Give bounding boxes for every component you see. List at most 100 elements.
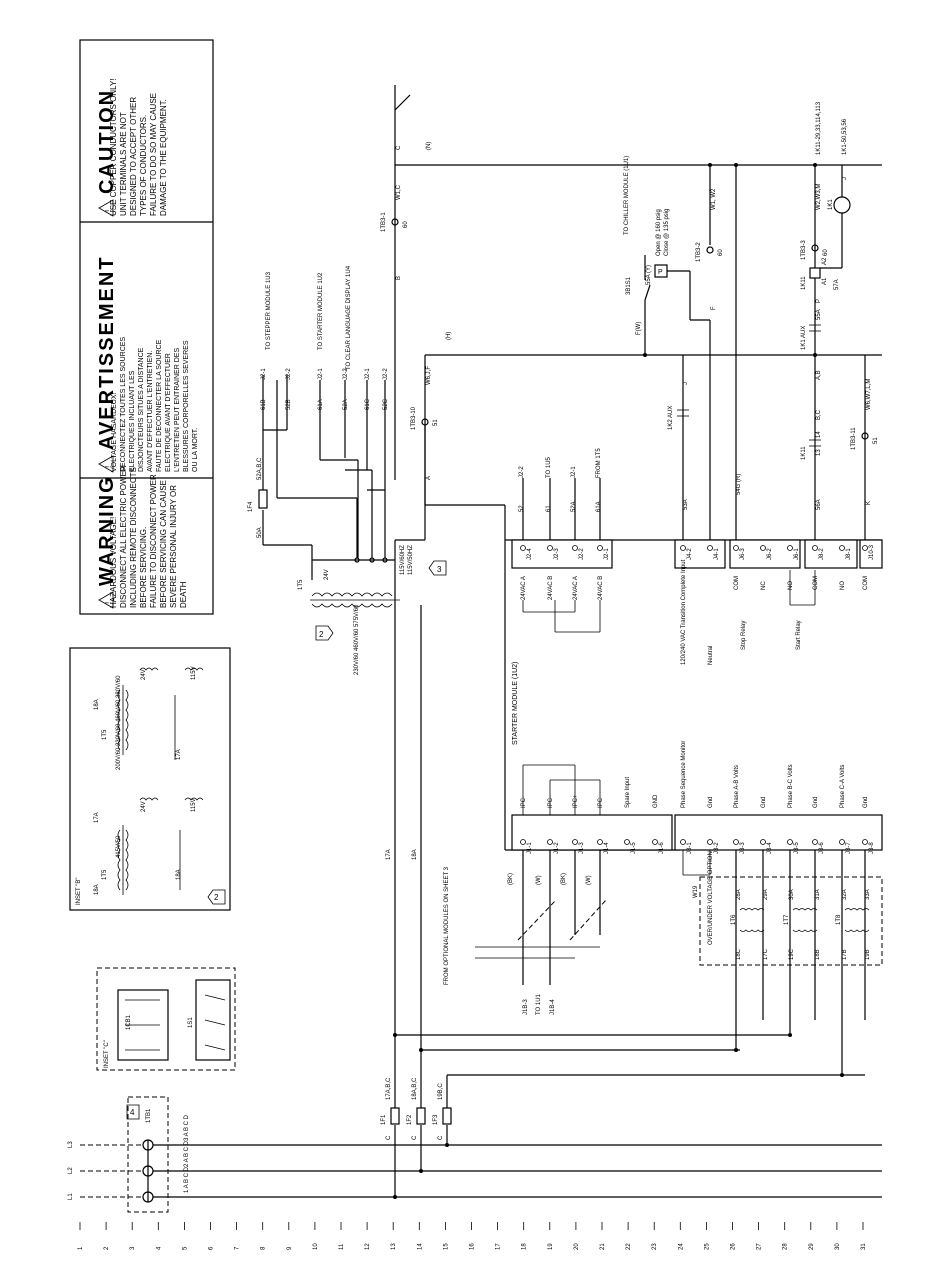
svg-text:TO 1U5: TO 1U5 (546, 456, 552, 478)
svg-text:1K1: 1K1 (828, 199, 834, 210)
svg-text:J2-1: J2-1 (318, 368, 324, 380)
svg-text:OVER/UNDER VOLTAGE OPTION: OVER/UNDER VOLTAGE OPTION (708, 851, 714, 945)
inset-b: INSET "B" 2 18A 17A 415V/50 18A 200V/60 … (69, 647, 231, 911)
connector-pin (572, 839, 578, 845)
svg-text:1TB3-11: 1TB3-11 (851, 427, 857, 450)
svg-text:ELECTRIQUES INCLUANT LES: ELECTRIQUES INCLUANT LES (129, 370, 136, 472)
pin-label: IPC (598, 797, 604, 808)
svg-text:61C: 61C (365, 398, 371, 410)
svg-text:52B: 52B (286, 399, 292, 410)
pin-label: COM (863, 576, 869, 590)
svg-text:60: 60 (823, 249, 829, 256)
svg-text:(W): (W) (536, 875, 542, 885)
svg-text:54G (R): 54G (R) (736, 474, 742, 495)
pin-name: J2-3 (554, 548, 560, 560)
pin-label: Phase B-C Volts (788, 764, 794, 808)
pin-name: J1-6 (659, 842, 665, 854)
pin-label: NO (840, 581, 846, 590)
svg-text:1TB3-1: 1TB3-1 (381, 212, 387, 232)
svg-text:19B,C: 19B,C (438, 1083, 444, 1100)
svg-text:61B: 61B (261, 399, 267, 410)
svg-text:Start Relay: Start Relay (796, 620, 802, 650)
svg-text:1K2 AUX: 1K2 AUX (668, 406, 674, 430)
svg-text:J2-2: J2-2 (383, 368, 389, 380)
svg-text:60: 60 (718, 249, 724, 256)
svg-text:1TB3-2: 1TB3-2 (696, 242, 702, 262)
svg-text:C: C (438, 1135, 444, 1140)
line-number: 1 (78, 1246, 84, 1250)
svg-text:17A: 17A (176, 749, 182, 760)
svg-text:17A: 17A (94, 812, 100, 823)
svg-text:TO STEPPER MODULE 1U3: TO STEPPER MODULE 1U3 (266, 271, 272, 350)
pin-name: J6-2 (767, 548, 773, 560)
line-number: 14 (417, 1243, 423, 1250)
svg-text:C: C (412, 1135, 418, 1140)
svg-text:P: P (816, 299, 822, 303)
svg-text:DISCONNECT ALL ELECTRIC POWER: DISCONNECT ALL ELECTRIC POWER (119, 465, 128, 608)
svg-text:56A: 56A (816, 499, 822, 510)
svg-text:13: 13 (816, 449, 822, 456)
pin-name: J3-2 (714, 842, 720, 854)
svg-text:51: 51 (433, 419, 439, 426)
svg-text:B,C: B,C (816, 409, 822, 420)
pin-name: J10-3 (869, 544, 875, 560)
line-number: 24 (678, 1243, 684, 1250)
pin-name: J4-1 (714, 548, 720, 560)
pin-name: J1-1 (527, 842, 533, 854)
pin-label: IPC- (548, 796, 554, 808)
control-circuit: C (N) W1,C 1TB3-1 60 B (H) W6,J,F 1TB3-1… (381, 85, 882, 540)
svg-text:(H): (H) (446, 332, 452, 340)
svg-text:J2-1: J2-1 (571, 466, 577, 478)
connector-pin (862, 545, 868, 551)
svg-text:1K11: 1K11 (801, 276, 807, 290)
svg-text:18A: 18A (94, 884, 100, 895)
svg-text:55A: 55A (816, 309, 822, 320)
svg-text:TO STARTER MODULE 1U2: TO STARTER MODULE 1U2 (318, 272, 324, 350)
pin-name: J8-2 (819, 548, 825, 560)
pin-name: J1-2 (554, 842, 560, 854)
svg-text:50A: 50A (257, 527, 263, 538)
svg-text:TO CHILLER MODULE (1U1): TO CHILLER MODULE (1U1) (624, 156, 630, 235)
connector-pin (839, 839, 845, 845)
svg-text:3B1S1: 3B1S1 (626, 276, 632, 295)
svg-text:W1,C: W1,C (396, 184, 402, 200)
pin-label: Gnd (813, 797, 819, 808)
svg-text:18A,B,C: 18A,B,C (412, 1077, 418, 1100)
line-number: 21 (600, 1243, 606, 1250)
svg-text:BLESSURES CORPORELLES SEVERES: BLESSURES CORPORELLES SEVERES (183, 340, 190, 472)
svg-text:2: 2 (214, 893, 219, 902)
connector-pin (547, 839, 553, 845)
warning-triangle-icon (98, 591, 114, 609)
svg-text:L1: L1 (68, 1193, 74, 1200)
svg-text:18C: 18C (736, 948, 742, 960)
svg-text:W2,W3,M: W2,W3,M (816, 184, 822, 210)
svg-text:200V/60 230V/60 460V/60 380: 200V/60 230V/60 460V/60 380V/60 (116, 675, 122, 770)
j2-feed-labels: 52 61 52A 61A J2-2 TO 1U5 J2-1 FROM 1T5 … (519, 448, 802, 650)
svg-text:32A: 32A (842, 889, 848, 900)
pin-label: Phase C-A Volts (840, 765, 846, 808)
svg-text:!: ! (104, 466, 113, 468)
connector-pin (812, 839, 818, 845)
pin-label: NC (761, 581, 767, 590)
svg-text:18A: 18A (94, 699, 100, 710)
svg-text:17C: 17C (763, 948, 769, 960)
svg-text:J2-2: J2-2 (519, 466, 525, 478)
pin-label: 24VAC A (573, 576, 579, 600)
svg-text:1K11-29,33,114,113: 1K11-29,33,114,113 (816, 101, 822, 155)
svg-text:L'ENTRETIEN PEUT ENTRAINER DES: L'ENTRETIEN PEUT ENTRAINER DES (174, 348, 181, 472)
connector-pin (760, 839, 766, 845)
svg-text:A2: A2 (822, 257, 828, 265)
svg-text:18A: 18A (412, 849, 418, 860)
line-number: 26 (731, 1243, 737, 1250)
line-number: 30 (835, 1243, 841, 1250)
svg-text:STARTER MODULE (1U2): STARTER MODULE (1U2) (512, 662, 519, 745)
svg-text:1S1: 1S1 (188, 1017, 194, 1028)
svg-text:A: A (426, 476, 432, 480)
svg-text:(N): (N) (426, 142, 432, 150)
svg-text:A,B: A,B (816, 370, 822, 380)
svg-text:A1: A1 (822, 277, 828, 285)
pin-label: Gnd (863, 797, 869, 808)
caution-text: USE COPPER CONDUCTORS ONLY! UNIT TERMINA… (109, 78, 168, 216)
caution-triangle-icon (98, 199, 114, 217)
svg-text:3 A B C D: 3 A B C D (184, 1114, 190, 1141)
